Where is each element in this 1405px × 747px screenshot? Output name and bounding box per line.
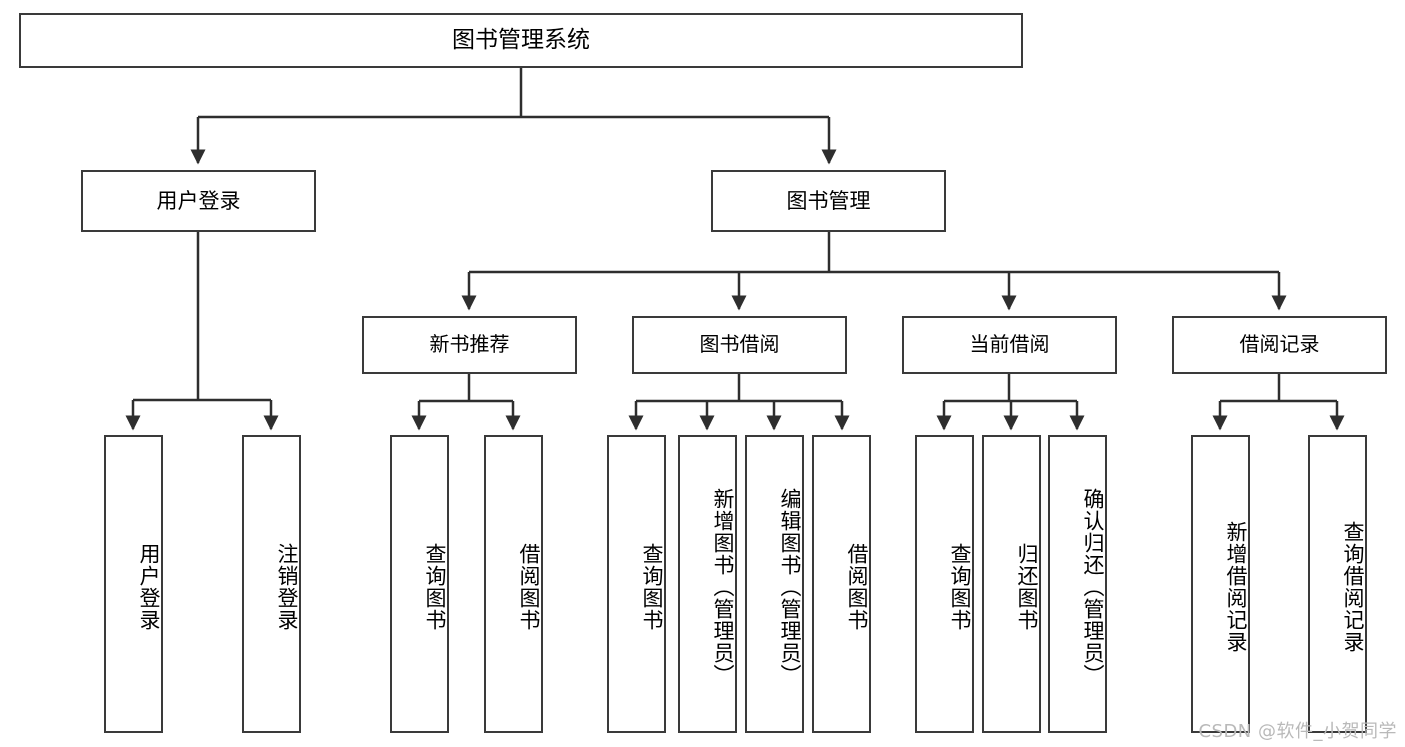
node-leaf-query-book-borrow[interactable]: 查询图书 <box>607 435 666 733</box>
node-leaf-logout-login[interactable]: 注销登录 <box>242 435 301 733</box>
leaf-label: 查询图书 <box>423 543 447 631</box>
csdn-watermark: CSDN @软件_小贺同学 <box>1198 721 1397 742</box>
node-current-borrow[interactable]: 当前借阅 <box>902 316 1117 374</box>
leaf-label: 查询图书 <box>640 543 664 631</box>
leaf-label: 查询图书 <box>948 543 972 631</box>
leaf-label: 新增图书（管理员） <box>711 488 735 686</box>
node-leaf-borrow-book[interactable]: 借阅图书 <box>812 435 871 733</box>
leaf-label: 确认归还（管理员） <box>1081 488 1105 686</box>
leaf-label: 查询借阅记录 <box>1341 521 1365 653</box>
node-borrow-record[interactable]: 借阅记录 <box>1172 316 1387 374</box>
node-leaf-edit-book[interactable]: 编辑图书（管理员） <box>745 435 804 733</box>
node-root-system[interactable]: 图书管理系统 <box>19 13 1023 68</box>
node-leaf-query-book-recommend[interactable]: 查询图书 <box>390 435 449 733</box>
node-leaf-add-book[interactable]: 新增图书（管理员） <box>678 435 737 733</box>
leaf-label: 新增借阅记录 <box>1224 521 1248 653</box>
node-leaf-confirm-return[interactable]: 确认归还（管理员） <box>1048 435 1107 733</box>
leaf-label: 归还图书 <box>1015 543 1039 631</box>
node-leaf-add-borrow-record[interactable]: 新增借阅记录 <box>1191 435 1250 733</box>
node-book-borrow[interactable]: 图书借阅 <box>632 316 847 374</box>
leaf-label: 用户登录 <box>137 543 161 631</box>
node-new-book-recommend[interactable]: 新书推荐 <box>362 316 577 374</box>
leaf-label: 编辑图书（管理员） <box>778 488 802 686</box>
node-leaf-query-borrow-record[interactable]: 查询借阅记录 <box>1308 435 1367 733</box>
node-leaf-user-login[interactable]: 用户登录 <box>104 435 163 733</box>
node-leaf-borrow-book-recommend[interactable]: 借阅图书 <box>484 435 543 733</box>
leaf-label: 注销登录 <box>275 543 299 631</box>
node-leaf-return-book[interactable]: 归还图书 <box>982 435 1041 733</box>
node-leaf-query-book-current[interactable]: 查询图书 <box>915 435 974 733</box>
node-user-login[interactable]: 用户登录 <box>81 170 316 232</box>
leaf-label: 借阅图书 <box>845 543 869 631</box>
leaf-label: 借阅图书 <box>517 543 541 631</box>
node-book-manage[interactable]: 图书管理 <box>711 170 946 232</box>
